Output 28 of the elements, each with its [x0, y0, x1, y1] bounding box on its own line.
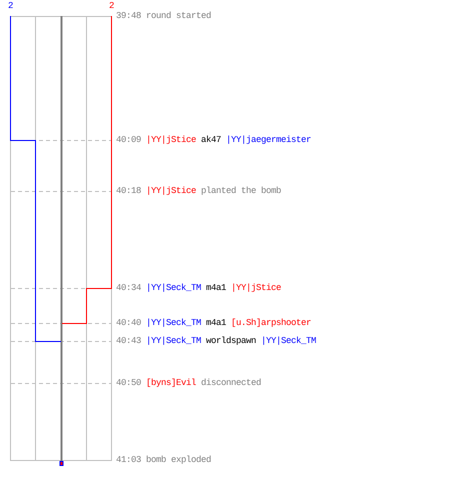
weapon-name: m4a1: [206, 283, 226, 294]
weapon-name: ak47: [201, 135, 222, 146]
player-name: |YY|Seck_TM: [261, 336, 316, 347]
player-name: |YY|jStice: [146, 135, 196, 146]
player-name: |YY|jaegermeister: [226, 135, 312, 146]
timestamp: 41:03: [116, 455, 142, 466]
player-name: [byns]Evil: [146, 378, 196, 389]
timestamp: 40:09: [116, 135, 142, 146]
player-name: |YY|Seck_TM: [146, 283, 202, 294]
timestamp: 40:34: [116, 283, 142, 294]
timestamp: 40:40: [116, 318, 142, 329]
axis-value: 2: [6, 1, 14, 11]
player-name: |YY|jStice: [146, 186, 196, 197]
timestamp: 39:48: [116, 11, 142, 22]
event-text: round started: [146, 11, 212, 22]
axis-value: 2: [108, 1, 115, 11]
weapon-name: m4a1: [206, 318, 226, 329]
timestamp: 40:18: [116, 186, 142, 197]
player-name: |YY|Seck_TM: [146, 336, 202, 347]
timestamp: 40:50: [116, 378, 142, 389]
event-text: bomb exploded: [146, 455, 212, 466]
player-name: |YY|jStice: [231, 283, 282, 294]
player-name: [u.Sh]arpshooter: [231, 318, 312, 329]
event-text: disconnected: [201, 378, 262, 389]
event-text: planted the bomb: [201, 186, 282, 197]
kill-cause: worldspawn: [206, 336, 256, 347]
player-name: |YY|Seck_TM: [146, 318, 202, 329]
timestamp: 40:43: [116, 336, 142, 347]
